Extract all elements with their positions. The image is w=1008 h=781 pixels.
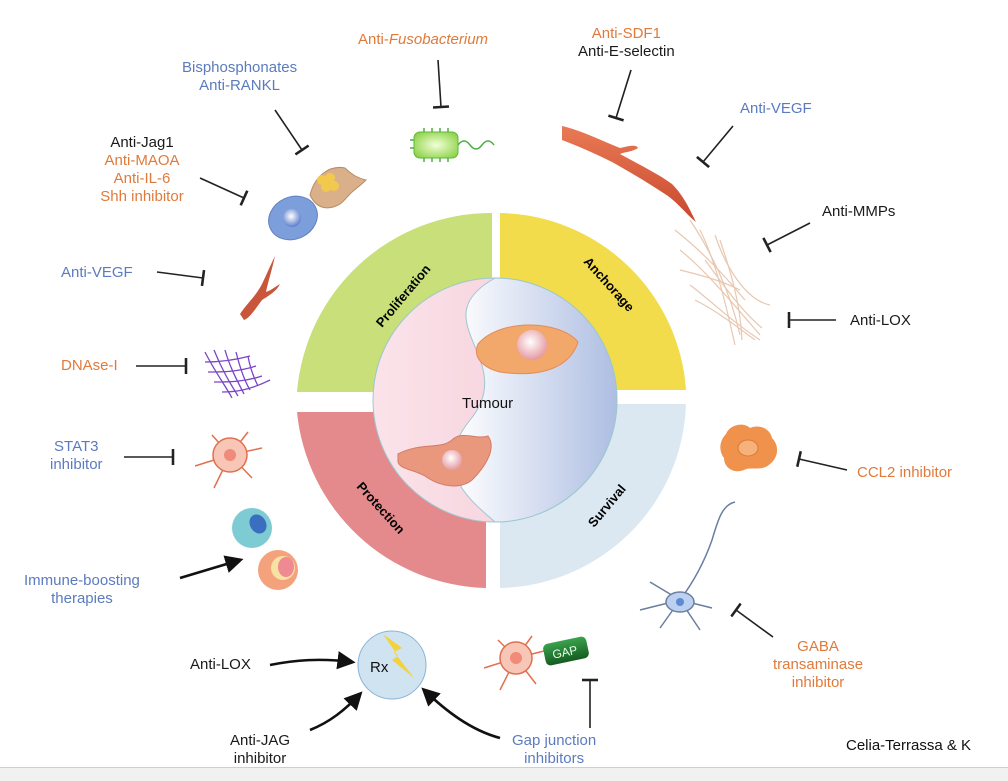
label-gap-junction-group: Gap junction inhibitors bbox=[512, 732, 596, 768]
rx-drug-icon: Rx bbox=[357, 630, 427, 700]
blood-vessel-icon bbox=[562, 126, 696, 222]
arrow-anti-jag bbox=[309, 691, 363, 732]
label-gap-junction-inhibitors: inhibitors bbox=[524, 750, 585, 767]
label-sdf1-group: Anti-SDF1 Anti-E-selectin bbox=[578, 25, 675, 61]
label-anti-sdf1: Anti-SDF1 bbox=[591, 25, 661, 42]
label-anti-lox-bottom: Anti-LOX bbox=[190, 656, 251, 673]
label-anti-lox-right: Anti-LOX bbox=[850, 312, 911, 329]
label-bisphosphonates-group: Bisphosphonates Anti-RANKL bbox=[182, 59, 297, 95]
label-gaba-inhibitor: inhibitor bbox=[791, 674, 845, 691]
label-gaba-group: GABA transaminase inhibitor bbox=[773, 638, 863, 692]
label-anti-jag: Anti-JAG bbox=[230, 732, 291, 749]
label-stat3-inhibitor: inhibitor bbox=[50, 456, 103, 473]
label-jag1-group: Anti-Jag1 Anti-MAOA Anti-IL-6 Shh inhibi… bbox=[90, 134, 194, 206]
label-gap-junction: Gap junction bbox=[512, 732, 597, 749]
label-bisphosphonates: Bisphosphonates bbox=[182, 59, 298, 76]
inhibit-line-sdf1 bbox=[607, 69, 632, 122]
label-immune-group: Immune-boosting therapies bbox=[24, 572, 140, 608]
label-tumour: Tumour bbox=[462, 395, 513, 412]
label-anti-fusobacterium-italic: Fusobacterium bbox=[388, 31, 489, 48]
label-transaminase: transaminase bbox=[773, 656, 864, 673]
label-therapies: therapies bbox=[51, 590, 113, 607]
viewer-bottom-bar bbox=[0, 767, 1008, 781]
label-gaba: GABA bbox=[797, 638, 839, 655]
label-stat3: STAT3 bbox=[54, 438, 99, 455]
inhibit-line-mmps bbox=[762, 222, 811, 253]
tumour-circle bbox=[372, 277, 618, 523]
immune-cells-icon bbox=[232, 508, 298, 590]
inhibition-lines bbox=[124, 59, 848, 728]
label-anti-mmps: Anti-MMPs bbox=[822, 203, 896, 220]
quadrant-proliferation bbox=[297, 212, 492, 392]
quadrant-protection bbox=[297, 412, 486, 588]
collagen-fibers-icon bbox=[674, 219, 771, 346]
inhibit-line-bisphosphonates bbox=[274, 109, 310, 156]
arrow-gap-junction bbox=[421, 687, 501, 740]
osteoblast-blue-cell-icon bbox=[268, 195, 318, 241]
label-anti-il6: Anti-IL-6 bbox=[113, 170, 171, 187]
label-anti-jag1: Anti-Jag1 bbox=[110, 134, 174, 151]
quadrant-ring bbox=[297, 212, 686, 588]
neuron-icon bbox=[639, 501, 736, 631]
inhibit-line-ccl2 bbox=[795, 450, 848, 471]
figure-credit: Celia-Terrassa & K bbox=[846, 737, 972, 754]
inhibit-line-vegf-right bbox=[696, 125, 734, 169]
quadrant-anchorage bbox=[500, 213, 686, 390]
osteoclast-icon bbox=[309, 166, 367, 209]
net-web-icon bbox=[204, 349, 271, 399]
stellate-cell-icon bbox=[194, 431, 263, 489]
label-anti-fusobacterium: Anti-Fusobacterium bbox=[358, 31, 488, 49]
label-anti-jag-group: Anti-JAG inhibitor bbox=[230, 732, 290, 768]
label-immune-boosting: Immune-boosting bbox=[24, 572, 140, 589]
rx-label: Rx bbox=[370, 659, 389, 676]
label-shh-inhibitor: Shh inhibitor bbox=[100, 188, 184, 205]
label-anti-fusobacterium-prefix: Anti- bbox=[358, 31, 389, 48]
label-dnase: DNAse-I bbox=[61, 357, 118, 374]
arrow-immune bbox=[179, 555, 244, 580]
bacterium-icon bbox=[410, 128, 495, 162]
arrow-anti-lox bbox=[269, 651, 356, 670]
label-anti-rankl: Anti-RANKL bbox=[199, 77, 280, 94]
label-anti-e-selectin: Anti-E-selectin bbox=[578, 43, 675, 60]
small-vessel-icon bbox=[240, 256, 280, 320]
inhibit-line-fusobacterium bbox=[432, 59, 450, 109]
inhibit-line-gaba bbox=[730, 602, 774, 638]
astrocyte-gap-icon: GAP bbox=[483, 635, 589, 691]
macrophage-icon bbox=[720, 424, 778, 472]
label-stat3-group: STAT3 inhibitor bbox=[50, 438, 103, 474]
label-anti-vegf-right: Anti-VEGF bbox=[740, 100, 812, 117]
inhibit-line-jag1 bbox=[199, 177, 249, 206]
activation-arrows bbox=[179, 555, 501, 740]
quadrant-survival bbox=[500, 404, 686, 588]
label-anti-jag-inhibitor: inhibitor bbox=[233, 750, 287, 767]
label-anti-maoa: Anti-MAOA bbox=[104, 152, 180, 169]
label-ccl2-inhibitor: CCL2 inhibitor bbox=[857, 464, 953, 481]
gap-label: GAP bbox=[551, 643, 579, 662]
inhibit-line-vegf-left bbox=[156, 269, 206, 287]
label-anti-vegf-left: Anti-VEGF bbox=[61, 264, 133, 281]
